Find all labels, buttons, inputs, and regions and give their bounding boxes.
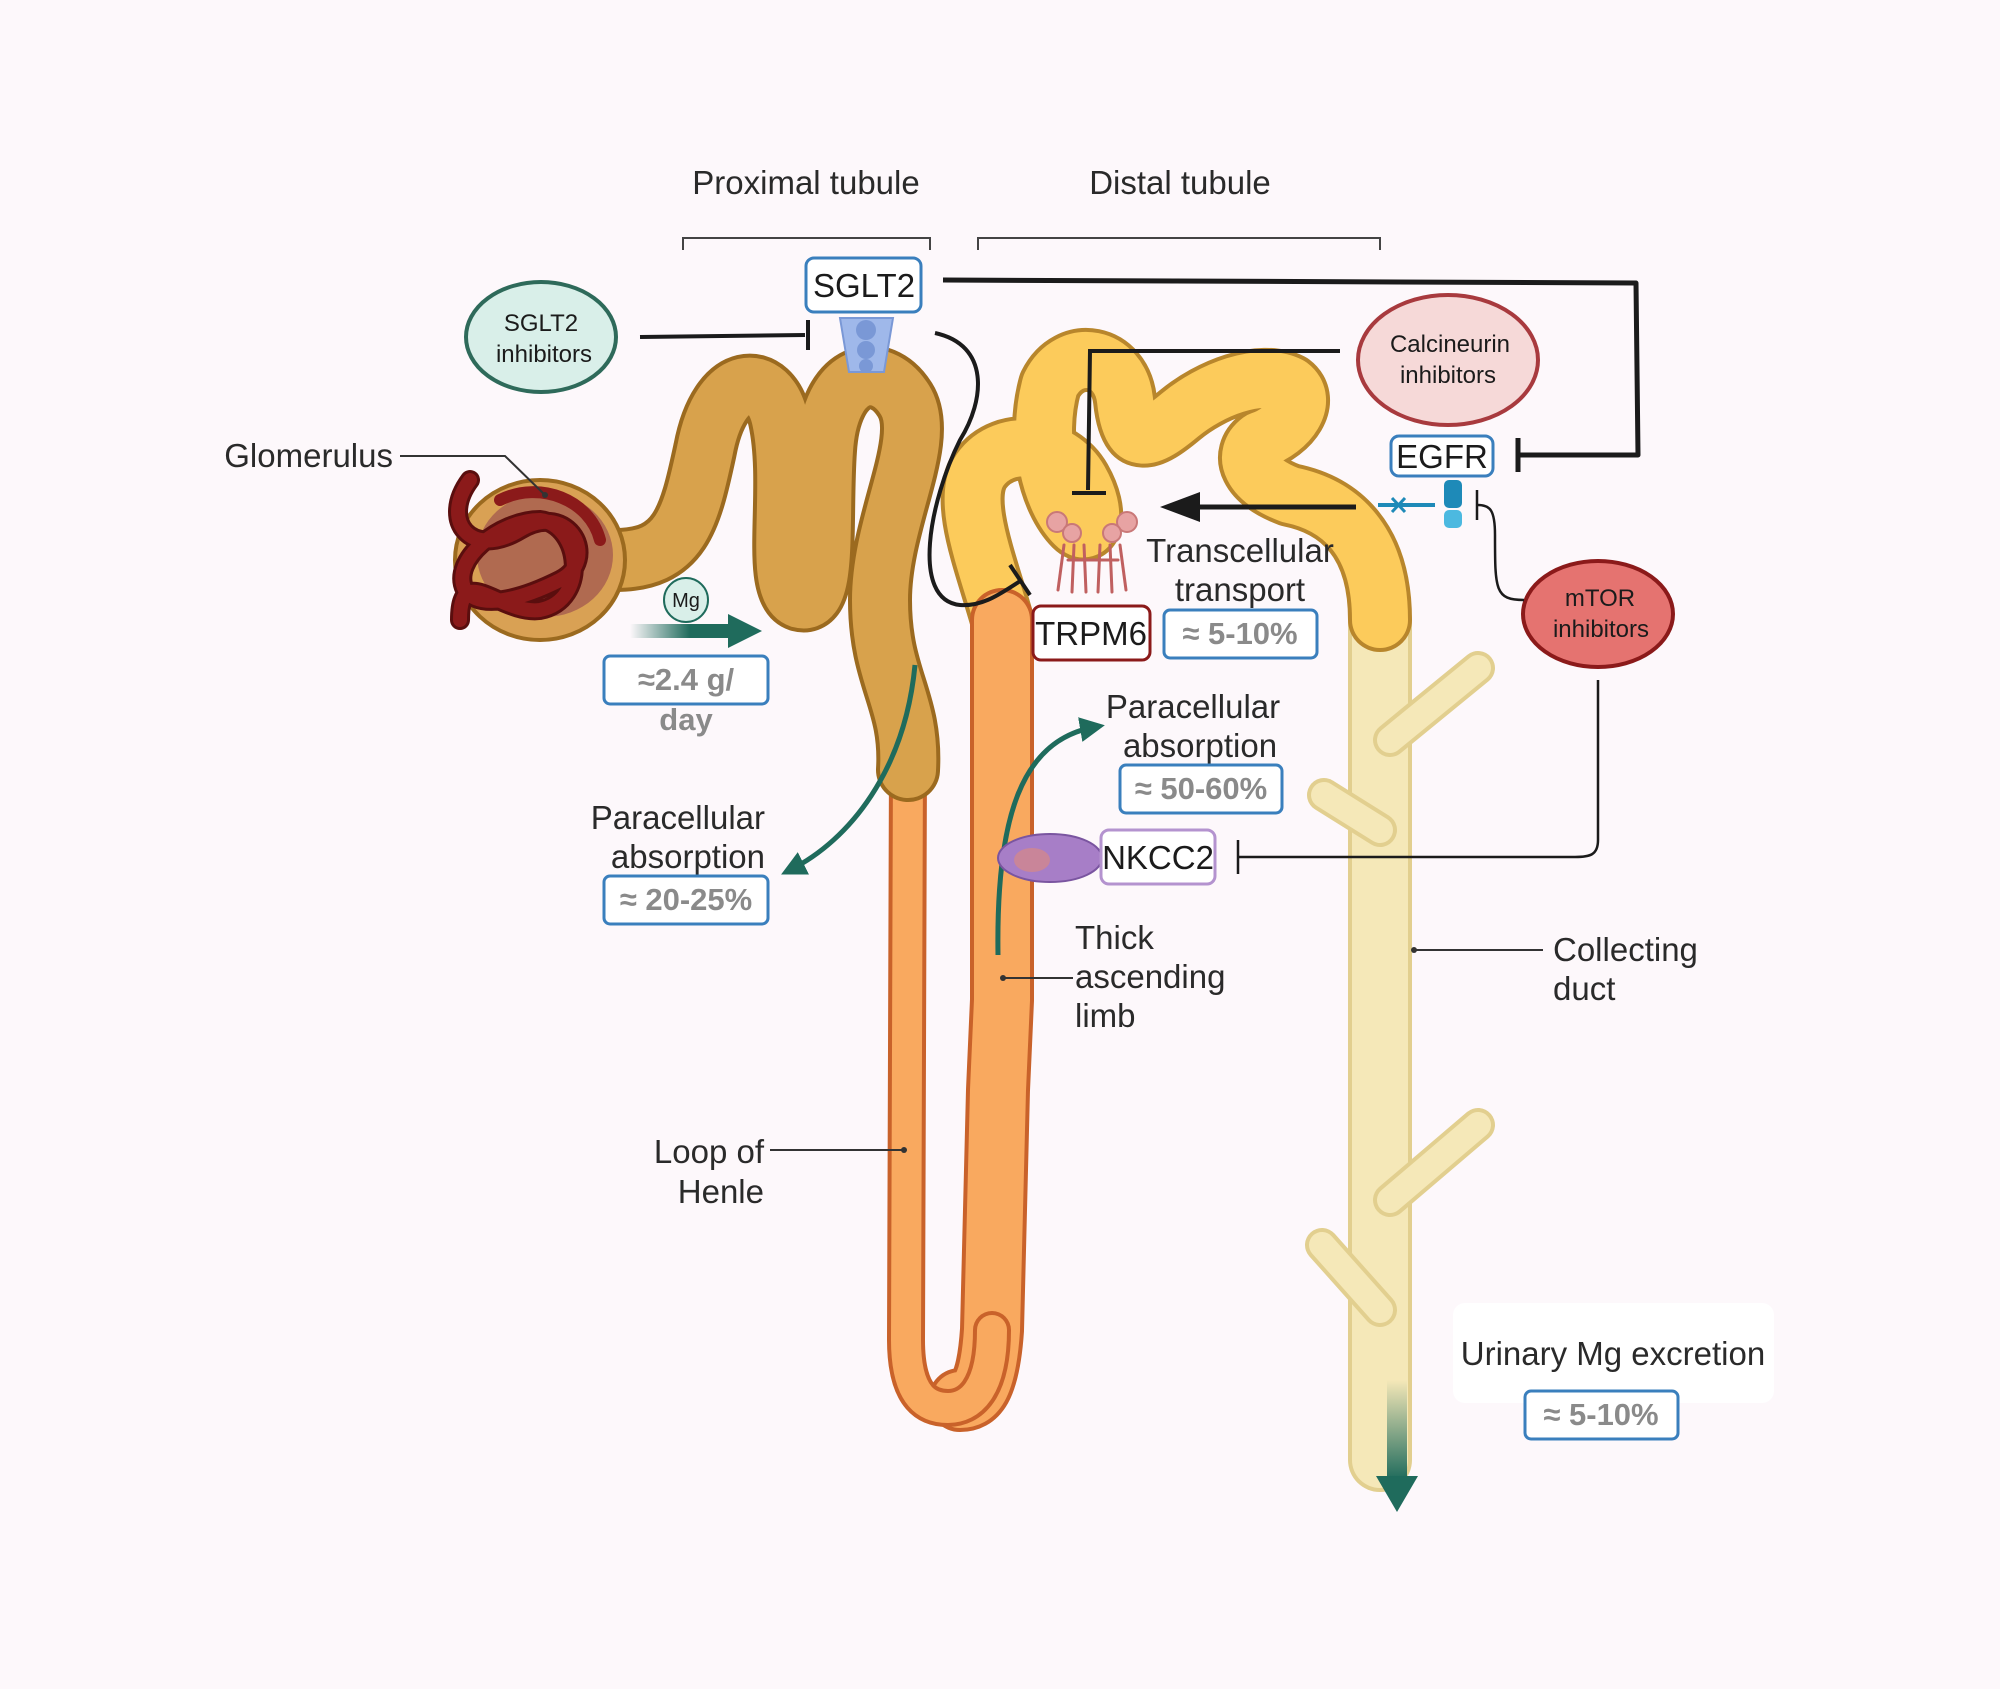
filtration-amount-line1: ≈2.4 g/ [638, 662, 735, 697]
filtration-amount-line2: day [659, 702, 713, 737]
proximal-tubule-label: Proximal tubule [692, 164, 919, 201]
distal-transport-value: ≈ 5-10% [1182, 616, 1297, 651]
tal-label-line3: limb [1075, 997, 1136, 1034]
calcineurin-to-trpm6-inhibition [1072, 349, 1340, 495]
tal-absorption-value: ≈ 50-60% [1135, 771, 1267, 806]
glomerulus-label: Glomerulus [224, 437, 393, 474]
collecting-duct-leader [1411, 947, 1543, 953]
collecting-duct [1305, 588, 1495, 1492]
loop-of-henle-label-line2: Henle [678, 1173, 764, 1210]
distal-transport-label-line2: transport [1175, 571, 1305, 608]
tal-label-line2: ascending [1075, 958, 1225, 995]
filtration-box [602, 654, 770, 706]
mtor-to-egfr-inhibition [1475, 490, 1525, 602]
excretion-box [1523, 1389, 1680, 1441]
sglt2-protein-icon [838, 317, 895, 373]
collecting-duct-label-line2: duct [1553, 970, 1615, 1007]
calcineurin-inhibitors-line1: Calcineurin [1390, 331, 1510, 358]
mtor-to-nkcc2-inhibition [1236, 680, 1600, 874]
loop-of-henle-leader [770, 1147, 907, 1153]
sglt2-to-egfr-inhibition [942, 277, 1641, 472]
proximal-absorption-box [602, 874, 770, 926]
thick-ascending-limb [928, 588, 1034, 1432]
distal-transport-label-line1: Transcellular [1146, 532, 1334, 569]
tal-absorption-arrow [995, 717, 1105, 956]
proximal-absorption-label-line2: absorption [611, 838, 765, 875]
trpm6-box [1031, 604, 1152, 662]
sglt2-to-trpm6-inhibition [927, 331, 1032, 608]
tal-label-line1: Thick [1075, 919, 1154, 956]
sglt2-box [804, 256, 923, 314]
nkcc2-protein-icon [997, 833, 1103, 883]
calcineurin-inhibitors-node [1356, 293, 1540, 427]
excretion-arrow [1376, 1380, 1418, 1512]
proximal-absorption-label-line1: Paracellular [591, 799, 765, 836]
egfr-to-trpm6-arrow [1160, 492, 1356, 522]
tal-absorption-label-line1: Paracellular [1106, 688, 1280, 725]
collecting-duct-label-line1: Collecting [1553, 931, 1698, 968]
tal-leader [1000, 975, 1073, 981]
distal-tubule-label: Distal tubule [1089, 164, 1271, 201]
filtration-arrow [630, 614, 762, 648]
mtor-inhibitors-node [1521, 559, 1675, 669]
nkcc2-box [1099, 828, 1217, 886]
distal-transport-box [1162, 608, 1319, 660]
sglt2-inhibitors-to-sglt2 [639, 320, 810, 350]
mg-ion-label: Mg [672, 590, 700, 612]
mtor-inhibitors-line1: mTOR [1565, 585, 1635, 612]
mg-ion-icon [663, 577, 709, 623]
sglt2-inhibitors-node [464, 280, 618, 394]
proximal-tubule [583, 345, 944, 802]
calcineurin-inhibitors-line2: inhibitors [1400, 362, 1496, 389]
tal-absorption-label-line2: absorption [1123, 727, 1277, 764]
glomerulus-leader [400, 455, 548, 498]
excretion-label: Urinary Mg excretion [1461, 1335, 1765, 1372]
glomerulus [448, 470, 627, 642]
excretion-value: ≈ 5-10% [1543, 1397, 1658, 1432]
sglt2-label: SGLT2 [813, 267, 915, 304]
egfr-label: EGFR [1396, 438, 1488, 475]
sglt2-inhibitors-line2: inhibitors [496, 341, 592, 368]
distal-tubule [940, 328, 1412, 652]
proximal-absorption-arrow [781, 664, 918, 875]
sglt2-inhibitors-line1: SGLT2 [504, 310, 578, 337]
loop-of-henle [886, 741, 1011, 1428]
trpm6-protein-icon [1046, 511, 1138, 594]
tal-absorption-box [1118, 763, 1284, 815]
proximal-bracket [682, 237, 931, 250]
distal-bracket [977, 237, 1381, 250]
nkcc2-label: NKCC2 [1102, 839, 1214, 876]
loop-of-henle-label-line1: Loop of [654, 1133, 765, 1170]
mtor-inhibitors-line2: inhibitors [1553, 616, 1649, 643]
proximal-absorption-value: ≈ 20-25% [620, 882, 752, 917]
egfr-receptor-icon [1378, 480, 1462, 528]
excretion-panel [1453, 1303, 1774, 1403]
trpm6-label: TRPM6 [1035, 615, 1147, 652]
egfr-box [1389, 434, 1495, 478]
